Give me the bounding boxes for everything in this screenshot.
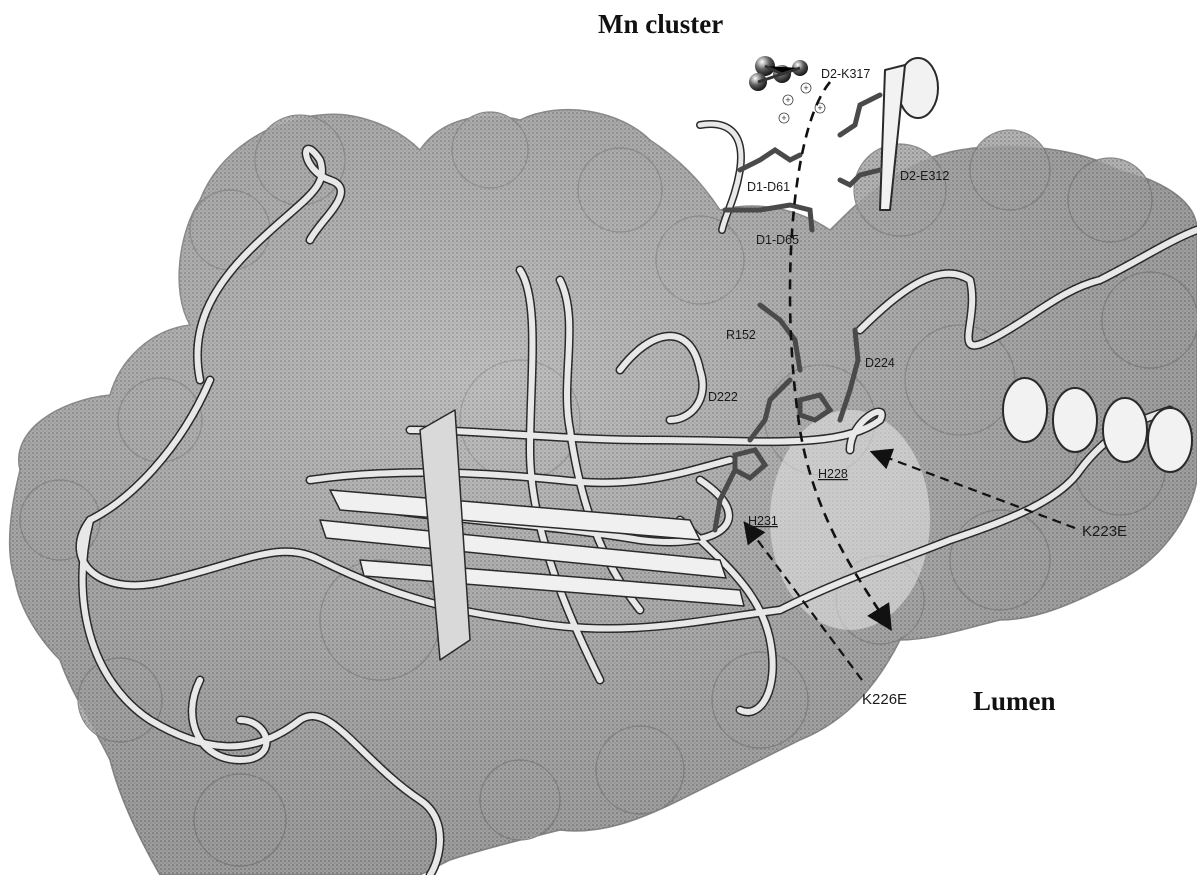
h231-label: H231 <box>748 514 778 528</box>
molecular-surface <box>10 110 1197 875</box>
svg-text:+: + <box>785 95 790 105</box>
charge-marker-1: + <box>801 83 811 93</box>
d1-d65-label: D1-D65 <box>756 233 799 247</box>
d2-k317-label: D2-K317 <box>821 67 870 81</box>
d1-d61-label: D1-D61 <box>747 180 790 194</box>
charge-marker-2: + <box>783 95 793 105</box>
d1-d61-stick <box>740 150 800 170</box>
lumen-label: Lumen <box>973 686 1056 716</box>
mn-cluster-atoms <box>749 56 808 91</box>
mn-cluster-label: Mn cluster <box>598 9 723 39</box>
svg-text:+: + <box>803 83 808 93</box>
r152-label: R152 <box>726 328 756 342</box>
d2-k317-stick <box>840 95 880 135</box>
h228-label: H228 <box>818 467 848 481</box>
d224-label: D224 <box>865 356 895 370</box>
d2-e312-label: D2-E312 <box>900 169 949 183</box>
svg-text:+: + <box>781 113 786 123</box>
k223e-label: K223E <box>1082 523 1127 540</box>
d222-label: D222 <box>708 390 738 404</box>
charge-marker-4: + <box>779 113 789 123</box>
k226e-label: K226E <box>862 691 907 708</box>
